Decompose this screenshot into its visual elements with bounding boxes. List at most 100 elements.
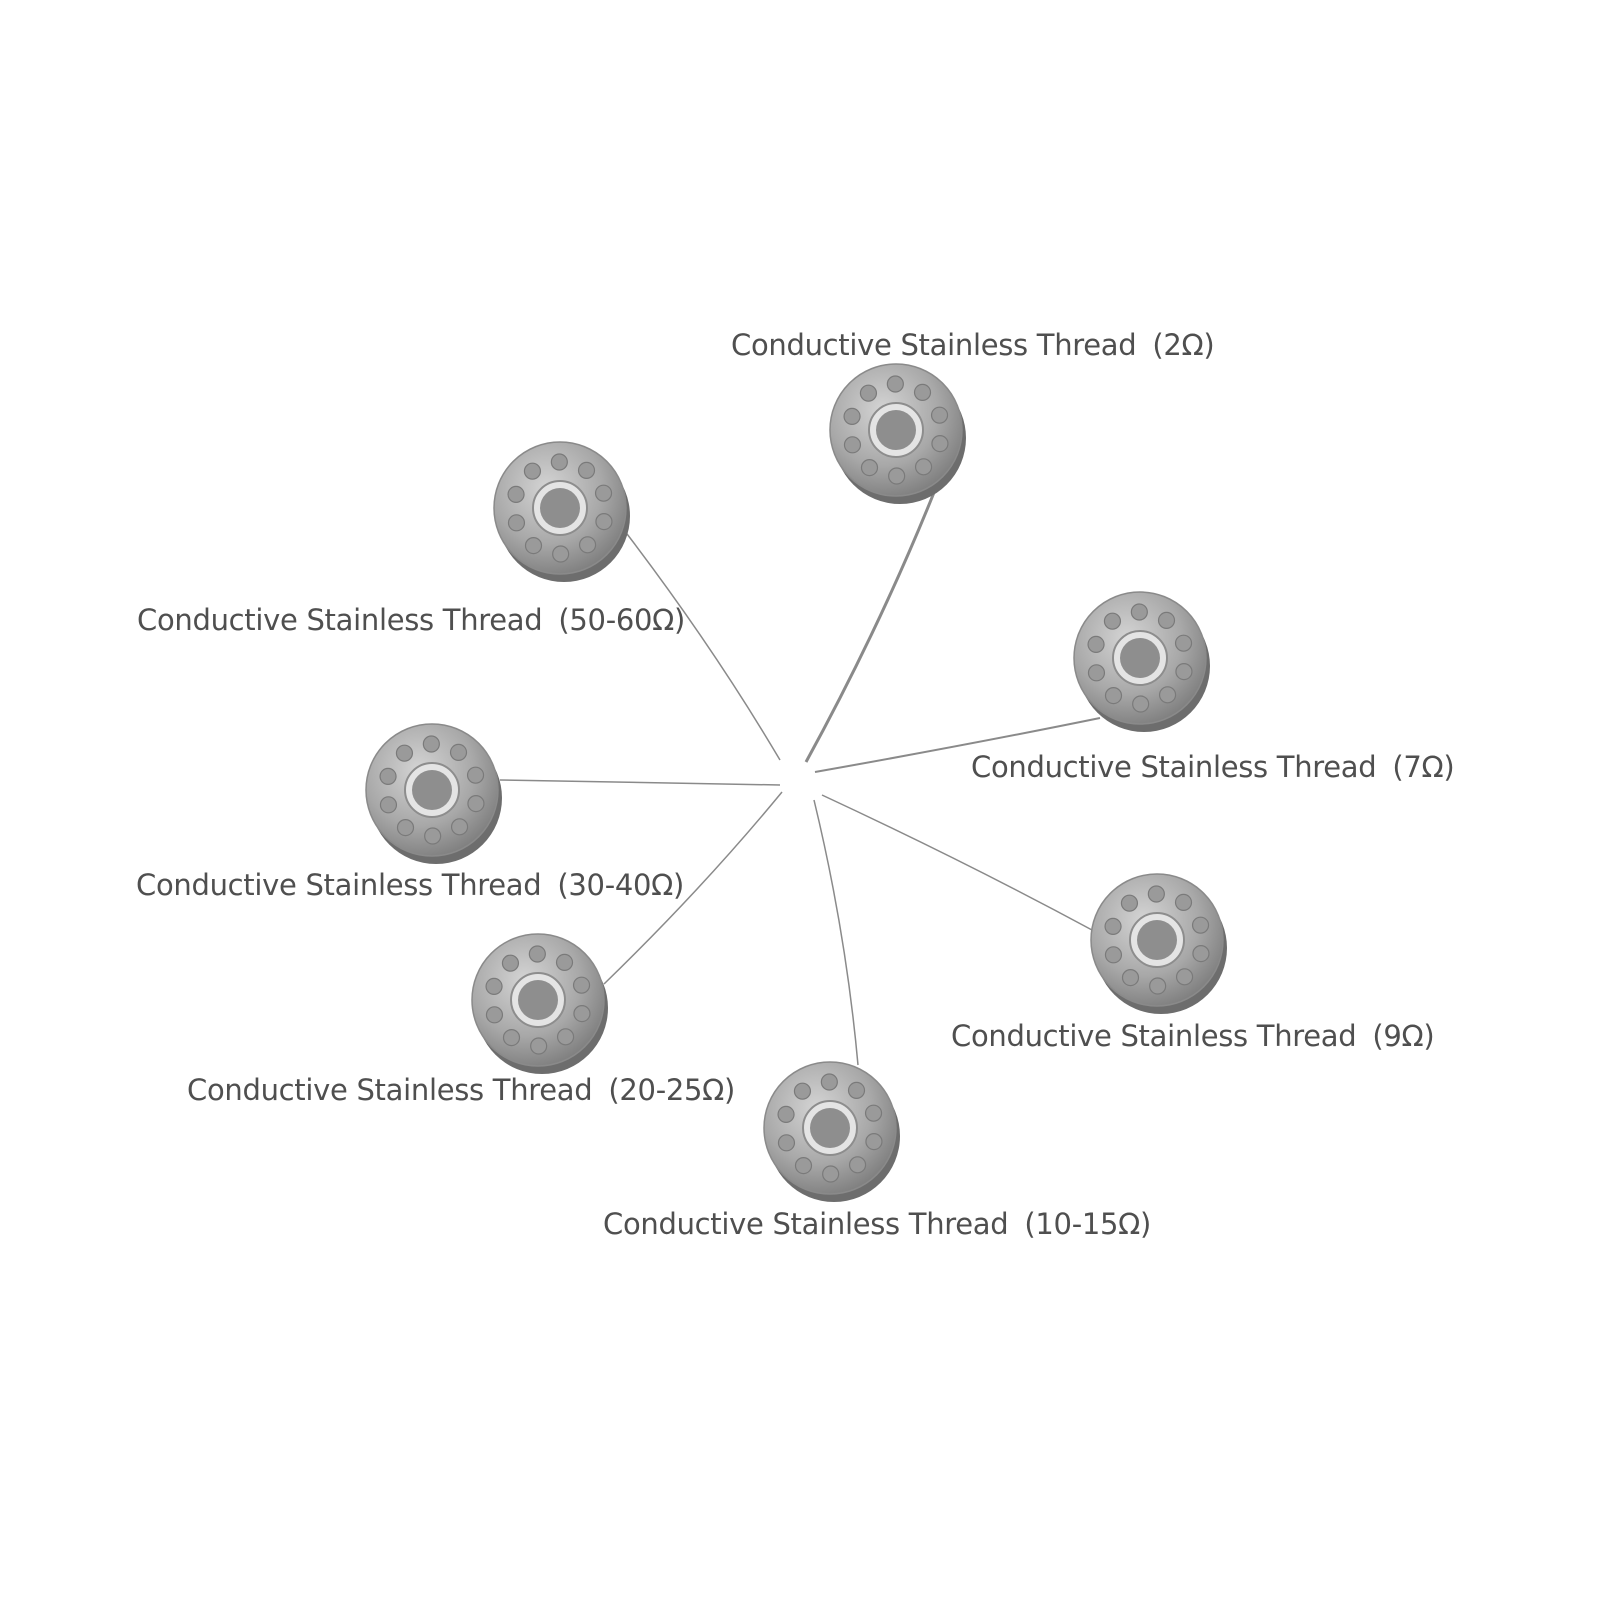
bobbin-hole — [396, 818, 415, 837]
label-resistance: (2Ω) — [1152, 328, 1215, 362]
bobbin-hole — [1087, 635, 1105, 654]
label-30-40-ohm: Conductive Stainless Thread (30-40Ω) — [136, 868, 684, 902]
thread-30-40-ohm — [499, 779, 781, 786]
label-resistance: (20-25Ω) — [608, 1073, 736, 1107]
bobbin-hole — [1130, 603, 1148, 621]
bobbin-hole — [523, 462, 542, 480]
bobbin-center-hole — [810, 1108, 850, 1148]
bobbin-hole — [1104, 917, 1122, 936]
bobbin-hole — [859, 384, 878, 402]
bobbin-hole — [1192, 944, 1210, 963]
bobbin-hole — [530, 1037, 548, 1055]
label-resistance: (30-40Ω) — [557, 868, 685, 902]
label-resistance: (10-15Ω) — [1024, 1207, 1152, 1241]
bobbin-hole — [1174, 634, 1193, 652]
bobbin-hole — [1157, 611, 1176, 630]
bobbin-hole — [820, 1073, 838, 1091]
bobbin-hole — [507, 485, 525, 504]
bobbin-hole — [843, 407, 861, 426]
bobbin-hole — [1175, 968, 1194, 986]
bobbin-hole — [914, 458, 933, 476]
bobbin-hole — [1103, 612, 1122, 630]
bobbin-hole — [888, 467, 906, 485]
label-name: Conductive Stainless Thread — [603, 1207, 1009, 1241]
thread-20-25-ohm — [603, 791, 783, 985]
bobbin-hole — [485, 1006, 504, 1024]
bobbin-hole — [864, 1104, 883, 1122]
bobbin-hole — [379, 796, 398, 814]
bobbin-hole — [502, 1028, 521, 1047]
bobbin-hole — [485, 977, 503, 996]
label-name: Conductive Stainless Thread — [136, 868, 542, 902]
label-9-ohm: Conductive Stainless Thread (9Ω) — [951, 1019, 1435, 1053]
bobbin-hole — [572, 976, 591, 994]
bobbin-hole — [466, 766, 485, 784]
label-20-25-ohm: Conductive Stainless Thread (20-25Ω) — [187, 1073, 735, 1107]
bobbin-hole — [552, 545, 570, 563]
bobbin-hole — [595, 512, 613, 531]
label-resistance: (50-60Ω) — [558, 603, 686, 637]
bobbin-hole — [450, 818, 469, 836]
bobbin-hole — [847, 1081, 866, 1100]
bobbin-center-hole — [540, 488, 580, 528]
thread-7-ohm — [814, 717, 1101, 773]
label-50-60-ohm: Conductive Stainless Thread (50-60Ω) — [137, 603, 685, 637]
bobbin-9-ohm — [1090, 873, 1227, 1014]
bobbin-hole — [931, 434, 949, 453]
bobbin-hole — [1104, 946, 1123, 964]
bobbin-hole — [1121, 968, 1140, 987]
bobbin-hole — [449, 743, 468, 762]
bobbin-hole — [424, 827, 442, 845]
bobbin-hole — [550, 453, 568, 471]
bobbin-hole — [793, 1082, 812, 1100]
bobbin-hole — [1132, 695, 1150, 713]
bobbin-50-60-ohm — [493, 441, 630, 582]
bobbin-hole — [578, 536, 597, 554]
label-resistance: (7Ω) — [1392, 750, 1455, 784]
bobbin-hole — [1191, 916, 1210, 934]
bobbin-7-ohm — [1073, 591, 1210, 732]
bobbin-20-25-ohm — [471, 933, 608, 1074]
bobbin-hole — [1149, 977, 1167, 995]
bobbin-hole — [1147, 885, 1165, 903]
bobbin-hole — [930, 406, 949, 424]
label-resistance: (9Ω) — [1372, 1019, 1435, 1053]
label-name: Conductive Stainless Thread — [971, 750, 1377, 784]
bobbin-hole — [395, 744, 414, 762]
bobbin-center-hole — [412, 770, 452, 810]
label-name: Conductive Stainless Thread — [187, 1073, 593, 1107]
bobbin-hole — [1175, 662, 1193, 681]
bobbin-hole — [594, 484, 613, 502]
bobbin-hole — [794, 1156, 813, 1175]
bobbin-hole — [422, 735, 440, 753]
bobbin-hole — [843, 436, 862, 454]
bobbin-2-ohm — [829, 363, 966, 504]
bobbin-hole — [577, 461, 596, 480]
bobbin-hole — [1104, 686, 1123, 705]
bobbin-hole — [860, 458, 879, 477]
bobbin-hole — [848, 1156, 867, 1174]
thread-9-ohm — [821, 794, 1093, 931]
bobbin-hole — [507, 514, 526, 532]
bobbin-hole — [379, 767, 397, 786]
bobbin-hole — [1158, 686, 1177, 704]
thread-10-15-ohm — [813, 799, 859, 1066]
bobbin-hole — [1120, 894, 1139, 912]
label-7-ohm: Conductive Stainless Thread (7Ω) — [971, 750, 1455, 784]
bobbin-hole — [573, 1004, 591, 1023]
bobbin-hole — [865, 1132, 883, 1151]
bobbin-center-hole — [1137, 920, 1177, 960]
bobbin-10-15-ohm — [763, 1061, 900, 1202]
bobbin-center-hole — [518, 980, 558, 1020]
label-2-ohm: Conductive Stainless Thread (2Ω) — [731, 328, 1215, 362]
label-name: Conductive Stainless Thread — [137, 603, 543, 637]
thread-50-60-ohm — [623, 529, 781, 761]
label-name: Conductive Stainless Thread — [951, 1019, 1357, 1053]
bobbin-hole — [822, 1165, 840, 1183]
bobbin-center-hole — [876, 410, 916, 450]
label-name: Conductive Stainless Thread — [731, 328, 1137, 362]
bobbin-hole — [1087, 664, 1106, 682]
bobbin-hole — [886, 375, 904, 393]
